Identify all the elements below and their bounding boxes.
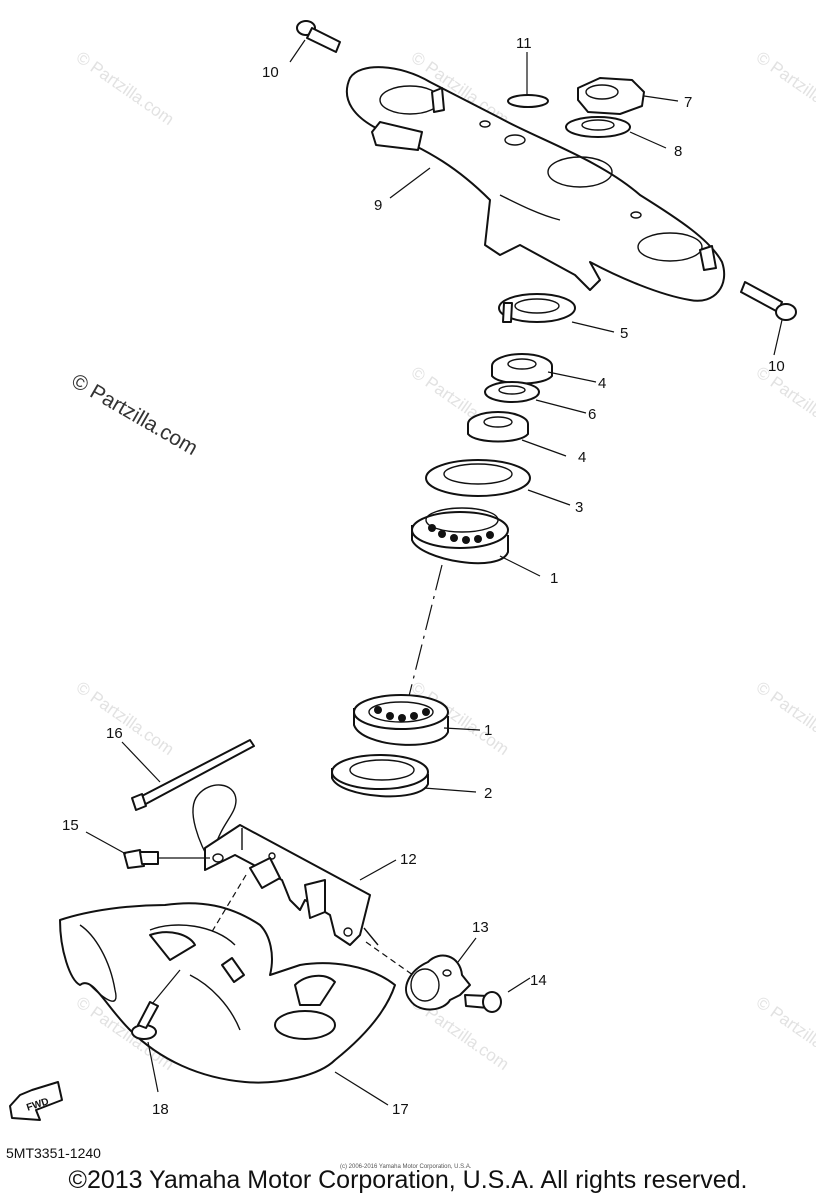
washer-6 bbox=[484, 381, 540, 403]
fork-hole bbox=[637, 232, 703, 262]
bolt-10-right bbox=[740, 281, 797, 321]
callout-10-top: 10 bbox=[262, 64, 279, 81]
cable-tie-16 bbox=[131, 739, 255, 811]
bolt-10-top bbox=[296, 20, 341, 53]
copyright-notice: ©2013 Yamaha Motor Corporation, U.S.A. A… bbox=[68, 1166, 748, 1194]
callout-4-upper: 4 bbox=[598, 375, 606, 392]
callout-1-lower: 1 bbox=[484, 722, 492, 739]
ring-nut-4-lower bbox=[467, 411, 529, 443]
watermark: © Partzilla.com bbox=[753, 993, 816, 1074]
center-axis bbox=[407, 564, 443, 701]
callout-11: 11 bbox=[516, 35, 532, 52]
callout-2: 2 bbox=[484, 785, 492, 802]
callout-7: 7 bbox=[684, 94, 692, 111]
callout-4-lower: 4 bbox=[578, 449, 586, 466]
callout-12: 12 bbox=[400, 851, 417, 868]
washer-11 bbox=[507, 94, 549, 108]
callout-1-upper: 1 bbox=[550, 570, 558, 587]
diagram-code: 5MT3351-1240 bbox=[6, 1145, 101, 1161]
callout-9: 9 bbox=[374, 197, 382, 214]
callout-13: 13 bbox=[472, 919, 489, 936]
bracket-12 bbox=[192, 784, 379, 946]
watermark: © Partzilla.com bbox=[753, 678, 816, 759]
ring-nut-4-upper bbox=[491, 353, 553, 385]
washer-8 bbox=[565, 116, 631, 138]
upper-bracket bbox=[345, 66, 726, 302]
bolt-14 bbox=[464, 991, 502, 1013]
leader-lines bbox=[85, 39, 783, 1106]
callout-8: 8 bbox=[674, 143, 682, 160]
dust-seal-3 bbox=[425, 459, 531, 497]
callout-18: 18 bbox=[152, 1101, 169, 1118]
small-copyright-note: (c) 2006-2016 Yamaha Motor Corporation, … bbox=[340, 1164, 472, 1170]
callout-10-right: 10 bbox=[768, 358, 785, 375]
callout-17: 17 bbox=[392, 1101, 409, 1118]
bearing-1-lower bbox=[353, 694, 449, 746]
watermark: © Partzilla.com bbox=[753, 48, 816, 129]
callout-16: 16 bbox=[106, 725, 123, 742]
callout-15: 15 bbox=[62, 817, 79, 834]
watermark: © Partzilla.com bbox=[73, 678, 178, 759]
watermark-main: © Partzilla.com bbox=[68, 369, 202, 460]
lock-washer-5 bbox=[498, 293, 576, 323]
bearing-1-upper bbox=[411, 507, 509, 565]
callout-3: 3 bbox=[575, 499, 583, 516]
callout-5: 5 bbox=[620, 325, 628, 342]
callouts: 1 1 2 3 4 4 5 6 7 8 9 10 10 11 12 13 14 … bbox=[62, 35, 785, 1118]
fwd-arrow-icon: FWD bbox=[9, 1081, 63, 1121]
clamp-13 bbox=[405, 954, 471, 1011]
stem-hole bbox=[547, 156, 613, 188]
dust-seal-2 bbox=[331, 754, 429, 798]
bolt-15 bbox=[123, 849, 159, 869]
watermark: © Partzilla.com bbox=[73, 48, 178, 129]
callout-14: 14 bbox=[530, 972, 547, 989]
nut-7 bbox=[577, 77, 645, 115]
bolt-18 bbox=[131, 1001, 159, 1040]
callout-6: 6 bbox=[588, 406, 596, 423]
